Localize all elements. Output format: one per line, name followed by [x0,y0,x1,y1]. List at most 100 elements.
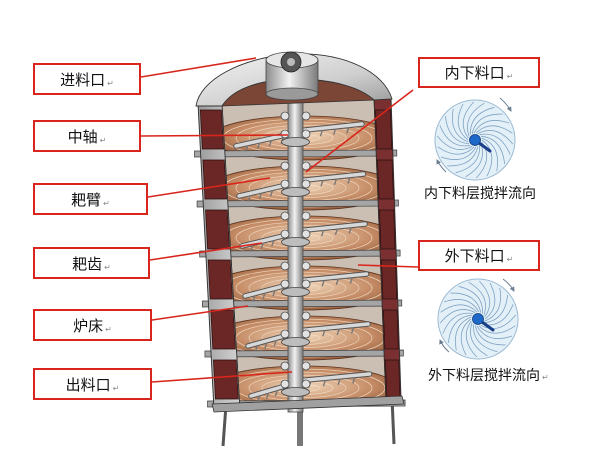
rake-tooth [264,342,268,350]
label-text: 内下料口 [444,64,505,82]
label-text: 耙臂 [71,190,102,209]
dome-shell [195,53,393,107]
shaft-bolt [280,229,290,239]
label-text: 进料口 [60,70,106,89]
paragraph-mark: ↵ [506,72,514,81]
swirl-line [445,116,470,145]
rake-arm [294,372,372,383]
shaft-bolt [280,311,290,321]
swirl-line [473,120,510,134]
flow-center-inner [469,134,481,146]
shaft-bolt [280,379,290,389]
shaft-bolt [280,261,290,271]
rake-tooth [257,395,261,402]
rake-tooth [272,289,276,297]
swirl-line [479,133,511,155]
swirl-line [460,318,472,356]
rake-tooth [321,279,325,287]
swirl-line [469,106,495,135]
leader-line-inner-outlet [305,89,414,173]
swirl-line [442,312,474,334]
rake-tooth [346,127,350,134]
rake-tooth [337,378,341,386]
label-text: 耙齿 [72,254,103,273]
rotation-arrow-icon [436,159,447,173]
shaft-bolt [280,211,290,221]
rake-arm [294,222,367,233]
swirl-line [462,101,474,139]
left-wall-panel [202,159,227,200]
flow-swirl-inner [436,101,514,179]
caption-inner-flow: 内下料层搅拌流向 [424,183,536,203]
left-wall-panel [213,359,239,400]
rotation-arrow-icon [439,339,450,353]
outer-flow-disc [437,278,519,360]
shaft-bolt [301,261,311,271]
shaft-bolt [301,129,311,139]
shaft-bolt [301,279,311,289]
rake-tooth [258,192,263,200]
drive-nut-center [287,58,295,66]
rake-tooth [256,142,261,150]
shaft-bolt [280,129,290,139]
shaft-bolts [280,111,311,397]
shaft-collar [281,187,310,197]
rake-tooth [347,177,351,184]
swirl-line [439,309,476,324]
swirl-line [468,281,486,316]
label-feed-inlet: 进料口↵ [33,63,141,95]
swirl-line [481,137,498,172]
swirl-line [467,102,485,137]
shaft-collar [281,137,310,147]
rake-tooth [322,329,326,337]
right-wall-panel [383,309,399,350]
shaft-collar [281,387,310,397]
shaft-collar [281,287,310,297]
shaft-bolt [280,111,290,121]
shaft-bolt [301,211,311,221]
label-tray-bed: 炉床↵ [33,309,152,341]
swirl-line [472,324,498,353]
leader-line-central-shaft [140,134,289,137]
label-rake-arm: 耙臂↵ [33,183,148,215]
rake-tooth [247,195,251,202]
rotation-arrow-icon [502,278,515,292]
flow-center-outer [472,313,484,325]
right-wall-panel [379,209,396,250]
shaft-bolt [301,111,311,121]
label-inner-outlet: 内下料口↵ [418,57,540,88]
swirl-line [484,287,501,322]
swirl-line [437,146,475,155]
tower-base-plate [211,395,405,413]
swirl-line [439,125,471,147]
rake-tooth [349,277,354,284]
caption-text: 内下料层搅拌流向 [424,186,536,202]
swirl-line [448,314,473,343]
label-outer-outlet: 外下料口↵ [418,240,540,271]
rake-tooth [335,278,339,286]
swirl-line [440,146,477,160]
leader-line-rake-teeth [149,242,263,261]
paragraph-mark: ↵ [542,373,549,382]
rake-tooth [271,239,275,247]
left-wall-panel [205,209,230,250]
paragraph-mark: ↵ [104,263,111,272]
wall-panels [199,109,401,400]
rake-tooth [254,345,259,352]
swirl-line [477,130,514,145]
caption-text: 外下料层搅拌流向 [428,368,540,384]
swirl-line [450,292,482,313]
paragraph-mark: ↵ [105,325,112,334]
right-wall-panel [377,159,394,200]
rake-tooth [269,189,274,197]
swirl-line [484,282,496,320]
left-wall-panel [207,259,233,300]
shaft-bolt [301,229,311,239]
swirl-line [475,125,513,134]
rake-tooth [268,139,273,147]
label-text: 中轴 [67,127,98,146]
tray-layers [222,115,386,410]
shaft-bolt [301,329,311,339]
shaft-bolt [280,161,290,171]
rake-arm [294,272,369,283]
